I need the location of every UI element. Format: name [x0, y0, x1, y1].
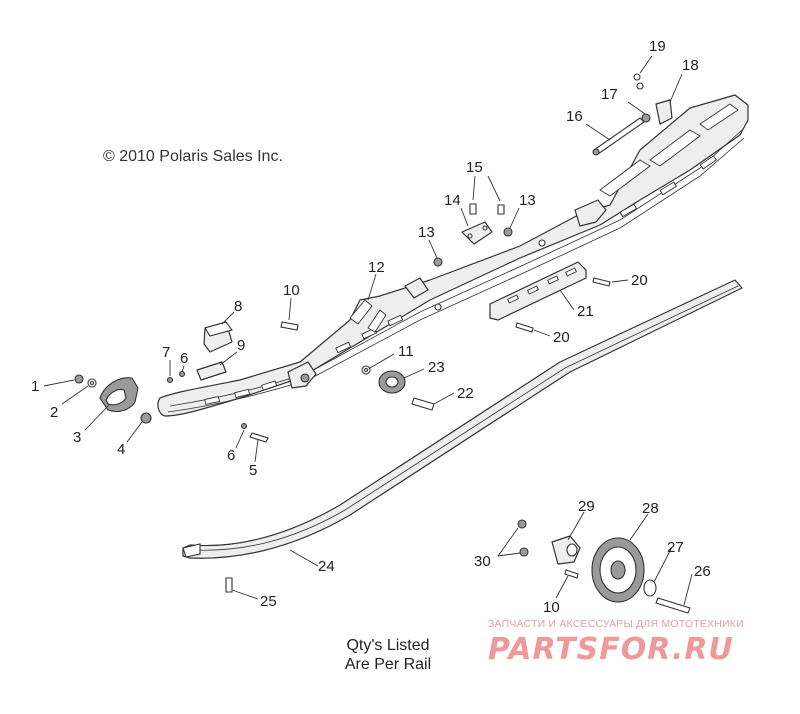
callout-18: 18	[682, 57, 699, 74]
callout-20-lower: 20	[553, 329, 570, 346]
callout-labels: 1 2 3 4 5 6 6 7 8 9 10 10 11 12 13 13 14…	[31, 38, 711, 616]
callout-22: 22	[457, 385, 474, 402]
callout-5: 5	[249, 462, 257, 479]
callout-10-upper: 10	[283, 282, 300, 299]
watermark: ЗАПЧАСТИ И АКСЕССУАРЫ ДЛЯ МОТОТЕХНИКИ PA…	[488, 618, 788, 667]
watermark-caption: ЗАПЧАСТИ И АКСЕССУАРЫ ДЛЯ МОТОТЕХНИКИ	[488, 618, 744, 630]
callout-2: 2	[50, 404, 58, 421]
callout-8: 8	[234, 298, 242, 315]
callout-13-left: 13	[418, 224, 435, 241]
callout-15: 15	[466, 159, 483, 176]
callout-13-right: 13	[519, 192, 536, 209]
callout-6-upper: 6	[180, 350, 188, 367]
copyright-text: © 2010 Polaris Sales Inc.	[103, 148, 283, 165]
callout-11: 11	[398, 343, 414, 360]
quantity-note-line2: Are Per Rail	[344, 656, 432, 673]
callout-26: 26	[694, 563, 711, 580]
callout-29: 29	[578, 498, 595, 515]
callout-3: 3	[73, 429, 81, 446]
callout-23: 23	[428, 359, 445, 376]
callout-20-upper: 20	[631, 272, 648, 289]
callout-28: 28	[642, 500, 659, 517]
rail-assembly	[157, 94, 749, 417]
callout-6-lower: 6	[227, 447, 235, 464]
hyfax-slide	[182, 279, 743, 559]
callout-17: 17	[601, 86, 618, 103]
callout-9: 9	[237, 337, 245, 354]
callout-30: 30	[474, 553, 491, 570]
leader-lines	[43, 55, 693, 606]
quantity-note-line1: Qty's Listed	[346, 637, 430, 654]
callout-27: 27	[667, 539, 684, 556]
callout-21: 21	[577, 303, 594, 320]
callout-24: 24	[318, 558, 335, 575]
callout-19: 19	[649, 38, 666, 55]
callout-25: 25	[260, 593, 277, 610]
watermark-logo: PARTSFOR.RU	[488, 632, 734, 667]
callout-1: 1	[31, 378, 39, 395]
callout-16: 16	[566, 108, 583, 125]
callout-10-lower: 10	[543, 599, 560, 616]
callout-12: 12	[368, 259, 385, 276]
callout-4: 4	[117, 441, 125, 458]
quantity-note: Qty's Listed Are Per Rail	[318, 636, 458, 674]
rail-extension	[489, 261, 587, 321]
hardware-parts	[74, 73, 691, 614]
callout-14: 14	[444, 192, 461, 209]
callout-7: 7	[162, 344, 170, 361]
